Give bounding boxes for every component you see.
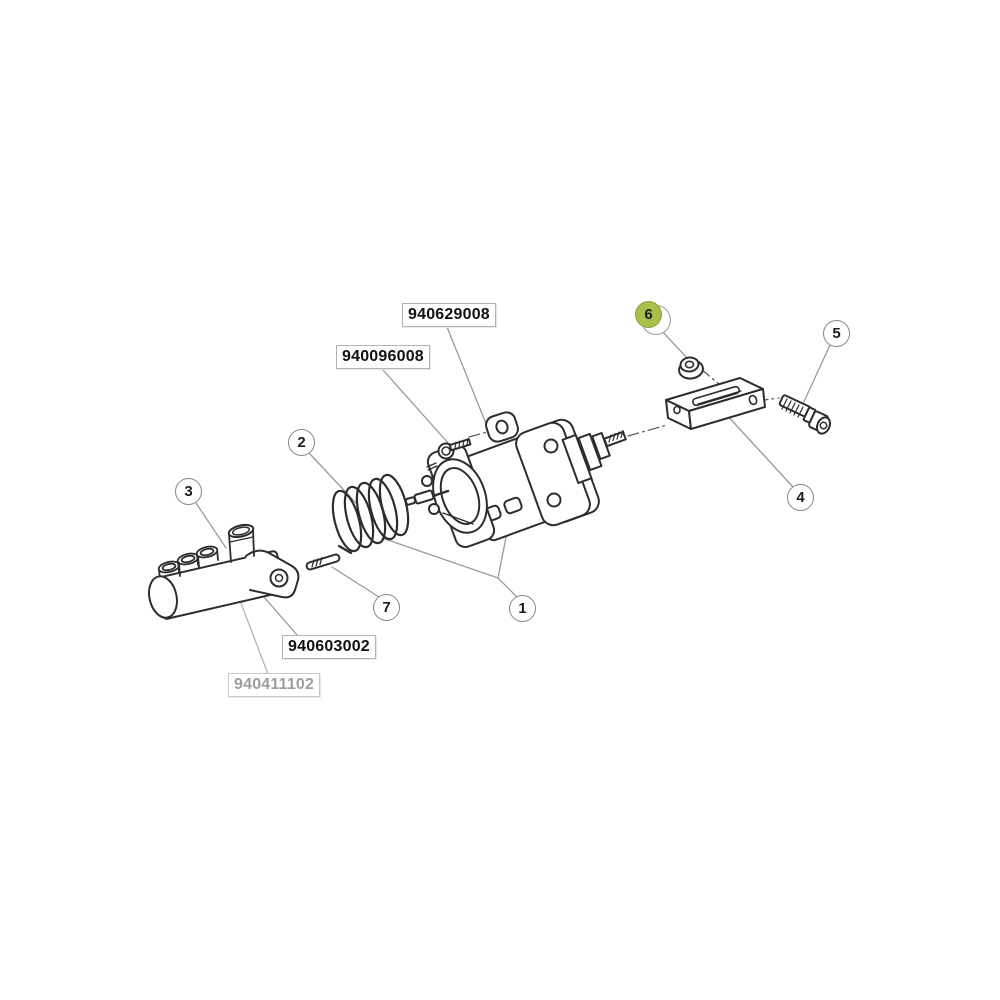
part-label-940603002[interactable]: 940603002 xyxy=(282,635,376,659)
callout-2[interactable]: 2 xyxy=(288,429,315,456)
pin-drawing xyxy=(305,553,341,571)
clevis-block-drawing xyxy=(665,377,766,430)
part-label-940629008[interactable]: 940629008 xyxy=(402,303,496,327)
callout-6[interactable]: 6 xyxy=(635,301,662,328)
callout-1[interactable]: 1 xyxy=(509,595,536,622)
callout-5[interactable]: 5 xyxy=(823,320,850,347)
cylinder-assembly-drawing xyxy=(404,411,627,549)
callout-4[interactable]: 4 xyxy=(787,484,814,511)
bolt-drawing xyxy=(778,394,832,435)
spring-drawing xyxy=(331,473,410,555)
nut-drawing xyxy=(678,356,704,380)
callout-3[interactable]: 3 xyxy=(175,478,202,505)
master-cylinder-drawing xyxy=(148,523,300,620)
part-label-940096008[interactable]: 940096008 xyxy=(336,345,430,369)
part-label-940411102[interactable]: 940411102 xyxy=(228,673,321,697)
leader-lines xyxy=(195,326,831,675)
callout-7[interactable]: 7 xyxy=(373,594,400,621)
